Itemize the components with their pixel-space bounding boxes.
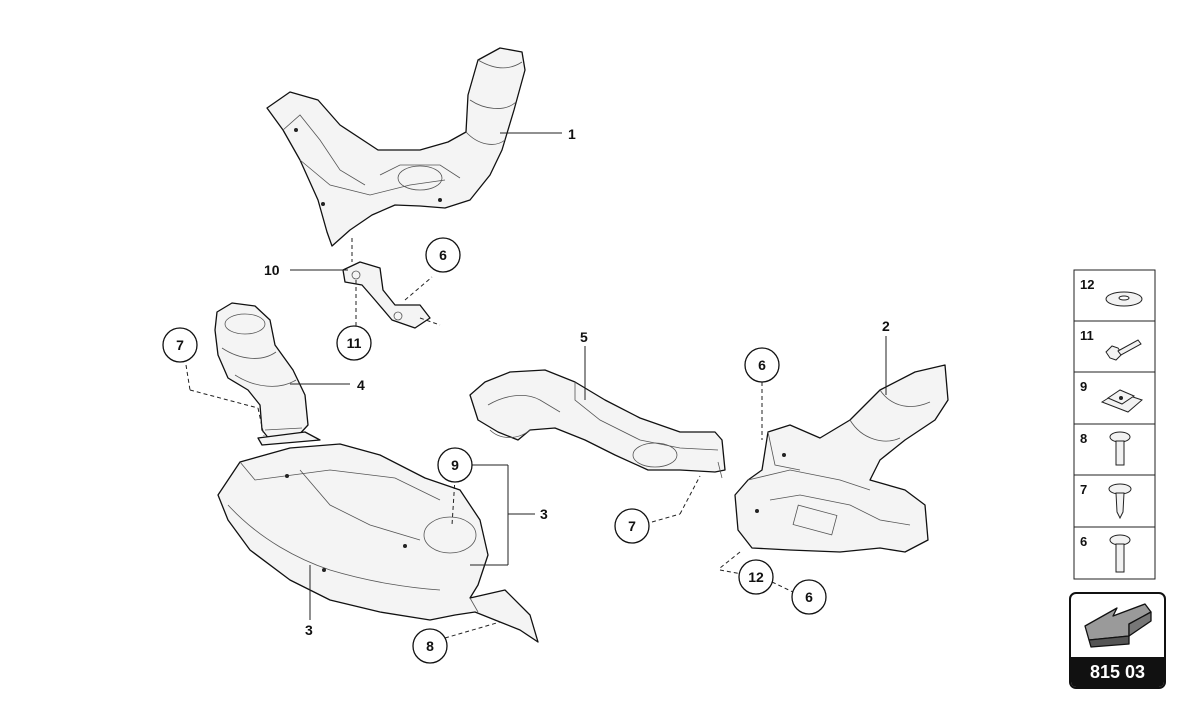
legend-num-7: 7: [1080, 482, 1087, 497]
mounting-bracket: [342, 261, 431, 329]
callout-4: 4: [357, 377, 365, 393]
part-5-curved-air-duct: [469, 369, 726, 479]
fastener-legend: 12 11 9 8 7 6: [1073, 269, 1156, 580]
washer-icon: [1105, 291, 1143, 307]
callout-6-right: 6: [758, 357, 766, 373]
part-1-upper-air-duct: [266, 47, 526, 247]
screw-icon: [1108, 483, 1132, 520]
clip-nut-icon: [1100, 389, 1143, 413]
callout-2: 2: [882, 318, 890, 334]
legend-num-8: 8: [1080, 431, 1087, 446]
callout-9: 9: [451, 457, 459, 473]
legend-num-6: 6: [1080, 534, 1087, 549]
callout-6-top: 6: [439, 247, 447, 263]
part-3-heat-shield: [217, 443, 539, 643]
callout-1: 1: [568, 126, 576, 142]
callout-10: 10: [264, 262, 280, 278]
callout-3-right: 3: [540, 506, 548, 522]
callout-8: 8: [426, 638, 434, 654]
callout-6-bottom: 6: [805, 589, 813, 605]
callout-11: 11: [347, 335, 362, 351]
legend-num-9: 9: [1080, 379, 1087, 394]
part-2-right-air-duct: [734, 364, 949, 553]
legend-num-11: 11: [1080, 328, 1094, 343]
page-code: 815 03: [1071, 657, 1164, 687]
callout-3-bottom: 3: [305, 622, 313, 638]
callout-7-left: 7: [176, 337, 184, 353]
callout-12: 12: [748, 569, 764, 585]
part-4-small-air-duct: [214, 302, 321, 446]
page-code-box: 815 03: [1069, 592, 1166, 689]
rivet-icon: [1105, 339, 1142, 361]
legend-num-12: 12: [1080, 277, 1094, 292]
arrow-icon: [1084, 603, 1152, 648]
callout-7-middle: 7: [628, 518, 636, 534]
callout-5: 5: [580, 329, 588, 345]
bolt-icon: [1109, 431, 1131, 466]
bolt-icon: [1109, 534, 1131, 573]
